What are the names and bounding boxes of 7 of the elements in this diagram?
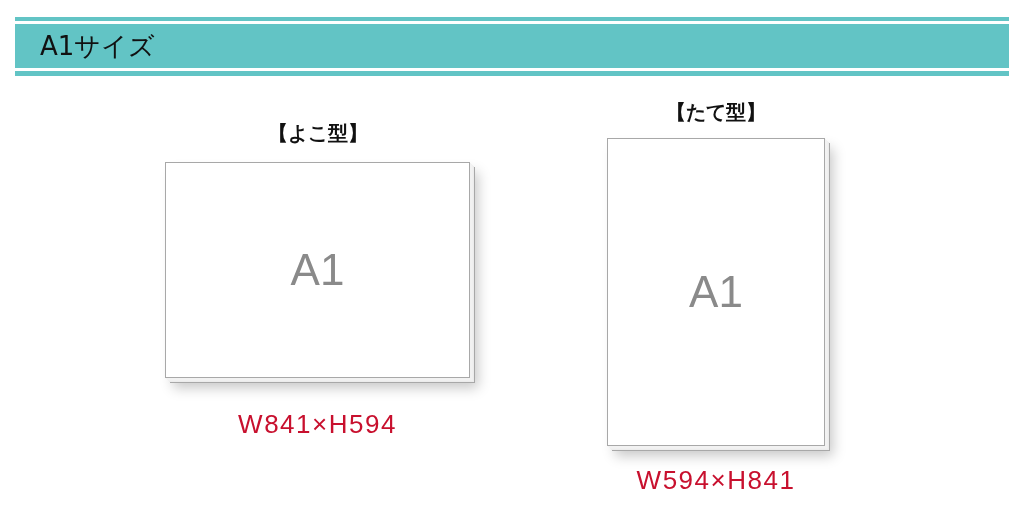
orientation-heading: 【よこ型】 — [267, 120, 368, 147]
dimension-label: W841×H594 — [238, 408, 397, 440]
paper-size-label: A1 — [290, 245, 345, 295]
paper-size-label: A1 — [689, 267, 743, 317]
page-title: A1サイズ — [40, 30, 156, 63]
orientation-heading: 【たて型】 — [666, 99, 766, 126]
dimension-label: W594×H841 — [636, 464, 796, 496]
